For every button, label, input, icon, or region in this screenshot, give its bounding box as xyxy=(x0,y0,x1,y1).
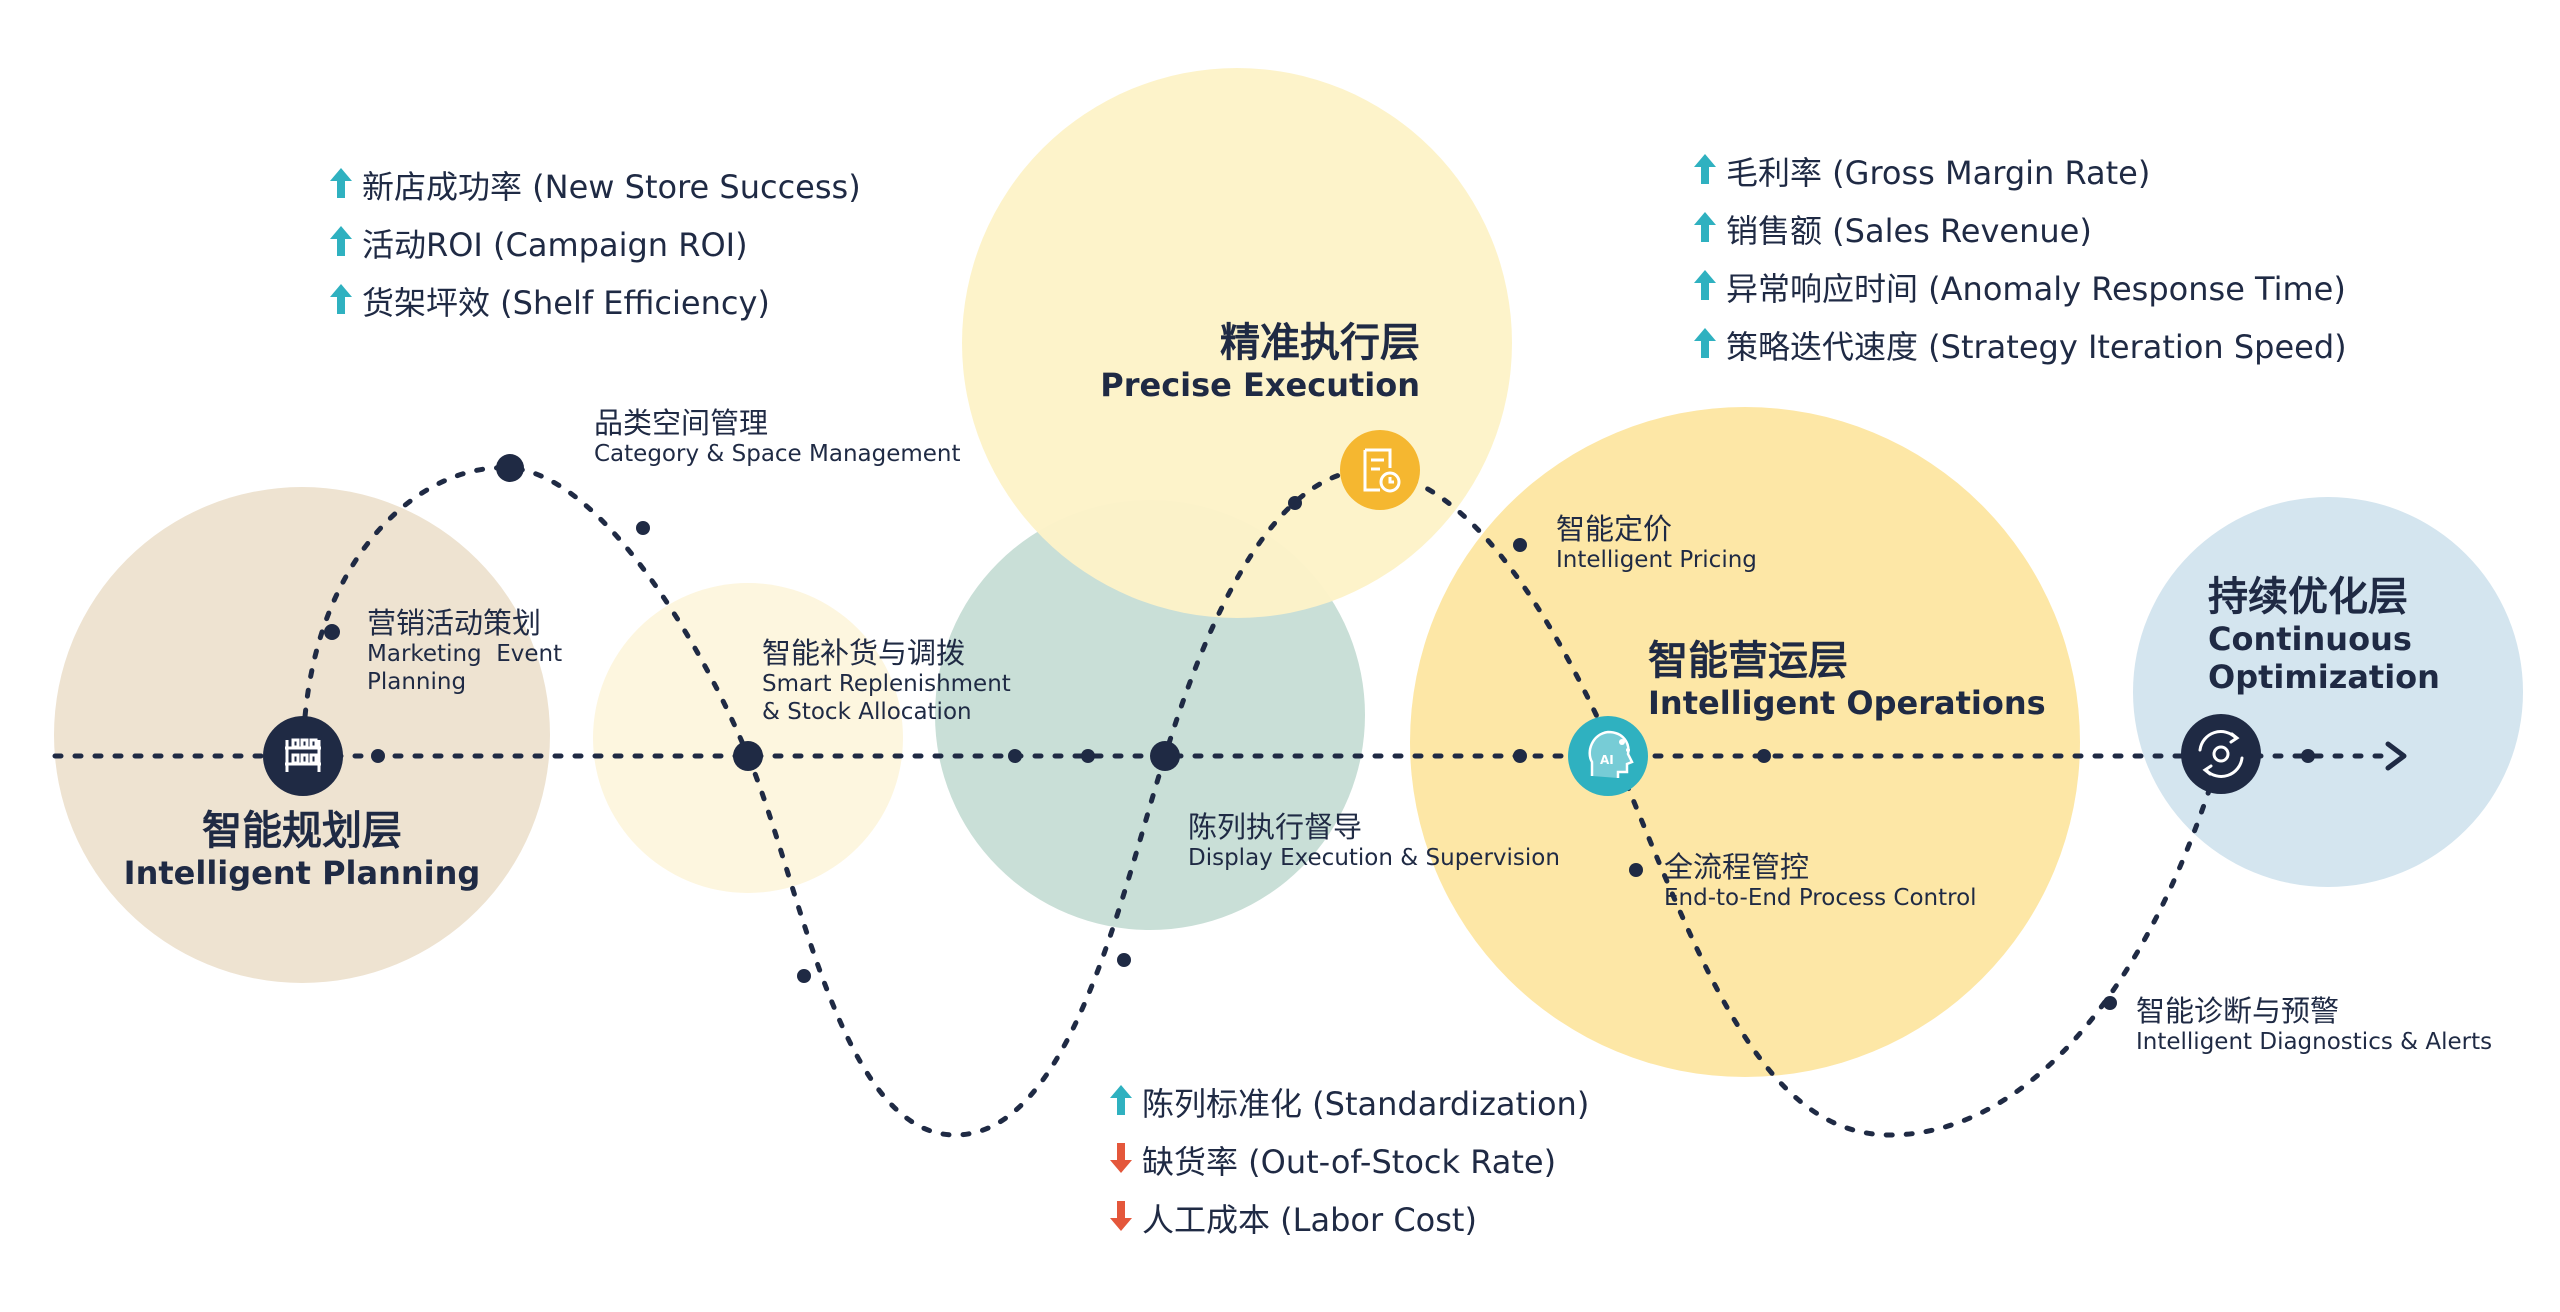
metric-text: 活动ROI (Campaign ROI) xyxy=(362,226,748,264)
replenishment-en-2: & Stock Allocation xyxy=(762,699,972,725)
node-diagnostics: 智能诊断与预警 Intelligent Diagnostics & Alerts xyxy=(2136,994,2492,1056)
arrow-up-icon xyxy=(1694,328,1716,362)
timeline-arrowhead xyxy=(2385,741,2407,771)
metric-item: 销售额 (Sales Revenue) xyxy=(1694,200,2347,258)
category-zh: 品类空间管理 xyxy=(594,406,769,440)
dot-wave-low-left xyxy=(797,969,811,983)
diagnostics-en: Intelligent Diagnostics & Alerts xyxy=(2136,1029,2493,1055)
dot-axis-5 xyxy=(1757,749,1771,763)
pricing-zh: 智能定价 xyxy=(1556,512,1673,546)
refresh-gear-icon xyxy=(2181,714,2261,794)
metric-text: 人工成本 (Labor Cost) xyxy=(1142,1201,1477,1239)
metric-text: 毛利率 (Gross Margin Rate) xyxy=(1726,154,2151,192)
display-en: Display Execution & Supervision xyxy=(1188,845,1560,871)
operations-title-en: Intelligent Operations xyxy=(1648,684,2046,722)
metric-text: 销售额 (Sales Revenue) xyxy=(1726,212,2092,250)
arrow-up-icon xyxy=(1110,1085,1132,1119)
metric-item: 人工成本 (Labor Cost) xyxy=(1110,1189,1589,1247)
arrow-up-icon xyxy=(330,284,352,318)
metrics-planning: 新店成功率 (New Store Success) 活动ROI (Campaign… xyxy=(330,156,861,330)
metric-text: 策略迭代速度 (Strategy Iteration Speed) xyxy=(1726,328,2347,366)
metrics-execution: 陈列标准化 (Standardization) 缺货率 (Out-of-Stock… xyxy=(1110,1073,1589,1247)
arrow-down-icon xyxy=(1110,1201,1132,1235)
metric-item: 策略迭代速度 (Strategy Iteration Speed) xyxy=(1694,316,2347,374)
node-replenishment: 智能补货与调拨 Smart Replenishment & Stock Allo… xyxy=(762,636,1011,726)
pricing-en: Intelligent Pricing xyxy=(1556,547,1757,573)
node-dots xyxy=(324,454,2315,1010)
planning-title-en: Intelligent Planning xyxy=(123,854,481,892)
dot-pricing xyxy=(1513,538,1527,552)
metric-item: 异常响应时间 (Anomaly Response Time) xyxy=(1694,258,2347,316)
metric-text: 异常响应时间 (Anomaly Response Time) xyxy=(1726,270,2346,308)
dot-wave-low-mid xyxy=(1117,953,1131,967)
arrow-up-icon xyxy=(1694,270,1716,304)
layer-title-operations: 智能营运层 Intelligent Operations xyxy=(1648,638,2046,722)
dot-process xyxy=(1629,863,1643,877)
node-display: 陈列执行督导 Display Execution & Supervision xyxy=(1188,810,1560,872)
dot-replenishment xyxy=(733,741,763,771)
metric-text: 陈列标准化 (Standardization) xyxy=(1142,1085,1590,1123)
metric-item: 新店成功率 (New Store Success) xyxy=(330,156,861,214)
metrics-operations: 毛利率 (Gross Margin Rate) 销售额 (Sales Revenu… xyxy=(1694,142,2347,374)
dot-category-2 xyxy=(636,521,650,535)
execution-title-en: Precise Execution xyxy=(1100,366,1420,404)
dot-axis-3 xyxy=(1081,749,1095,763)
metric-item: 陈列标准化 (Standardization) xyxy=(1110,1073,1589,1131)
arrow-up-icon xyxy=(1694,212,1716,246)
optimization-title-en-2: Optimization xyxy=(2208,658,2440,696)
ai-head-icon: AI xyxy=(1568,716,1648,796)
node-pricing: 智能定价 Intelligent Pricing xyxy=(1556,512,1757,574)
dot-axis-1 xyxy=(371,749,385,763)
category-en: Category & Space Management xyxy=(594,441,961,467)
dot-display xyxy=(1150,741,1180,771)
dot-execution-left xyxy=(1288,496,1302,510)
execution-title-zh: 精准执行层 xyxy=(1220,320,1420,366)
operations-circle xyxy=(1410,407,2080,1077)
arrow-down-icon xyxy=(1110,1143,1132,1177)
layer-title-execution: 精准执行层 Precise Execution xyxy=(1100,320,1420,404)
planning-title-zh: 智能规划层 xyxy=(202,808,402,854)
metric-item: 活动ROI (Campaign ROI) xyxy=(330,214,861,272)
arrow-up-icon xyxy=(330,168,352,202)
dot-axis-4 xyxy=(1513,749,1527,763)
process-zh: 全流程管控 xyxy=(1664,850,1810,884)
svg-text:AI: AI xyxy=(1600,753,1614,767)
metric-item: 缺货率 (Out-of-Stock Rate) xyxy=(1110,1131,1589,1189)
dot-diagnostics xyxy=(2103,996,2117,1010)
marketing-en-2: Planning xyxy=(367,669,467,695)
dot-axis-2 xyxy=(1008,749,1022,763)
metric-text: 缺货率 (Out-of-Stock Rate) xyxy=(1142,1143,1557,1181)
replenishment-zh: 智能补货与调拨 xyxy=(762,636,966,670)
document-clock-icon xyxy=(1340,430,1420,510)
marketing-zh: 营销活动策划 xyxy=(367,606,542,640)
layer-title-planning: 智能规划层 Intelligent Planning xyxy=(112,808,492,892)
node-category: 品类空间管理 Category & Space Management xyxy=(594,406,961,468)
dot-axis-6 xyxy=(2301,749,2315,763)
metric-text: 新店成功率 (New Store Success) xyxy=(362,168,861,206)
process-en: End-to-End Process Control xyxy=(1664,885,1977,911)
arrow-up-icon xyxy=(330,226,352,260)
node-marketing: 营销活动策划 Marketing Event Planning xyxy=(367,606,562,696)
replenishment-en-1: Smart Replenishment xyxy=(762,671,1011,697)
marketing-en-1: Marketing Event xyxy=(367,641,563,667)
layer-title-optimization: 持续优化层 Continuous Optimization xyxy=(2208,574,2440,696)
arrow-up-icon xyxy=(1694,154,1716,188)
dot-category xyxy=(496,454,524,482)
operations-title-zh: 智能营运层 xyxy=(1648,638,1848,684)
display-zh: 陈列执行督导 xyxy=(1188,810,1363,844)
shelf-icon xyxy=(263,716,343,796)
metric-item: 货架坪效 (Shelf Efficiency) xyxy=(330,272,861,330)
dot-marketing xyxy=(324,624,340,640)
metric-item: 毛利率 (Gross Margin Rate) xyxy=(1694,142,2347,200)
optimization-title-zh: 持续优化层 xyxy=(2208,574,2408,620)
diagnostics-zh: 智能诊断与预警 xyxy=(2136,994,2340,1028)
node-process: 全流程管控 End-to-End Process Control xyxy=(1664,850,1977,912)
replenishment-circle xyxy=(593,583,903,893)
metric-text: 货架坪效 (Shelf Efficiency) xyxy=(362,284,770,322)
optimization-title-en-1: Continuous xyxy=(2208,620,2412,658)
